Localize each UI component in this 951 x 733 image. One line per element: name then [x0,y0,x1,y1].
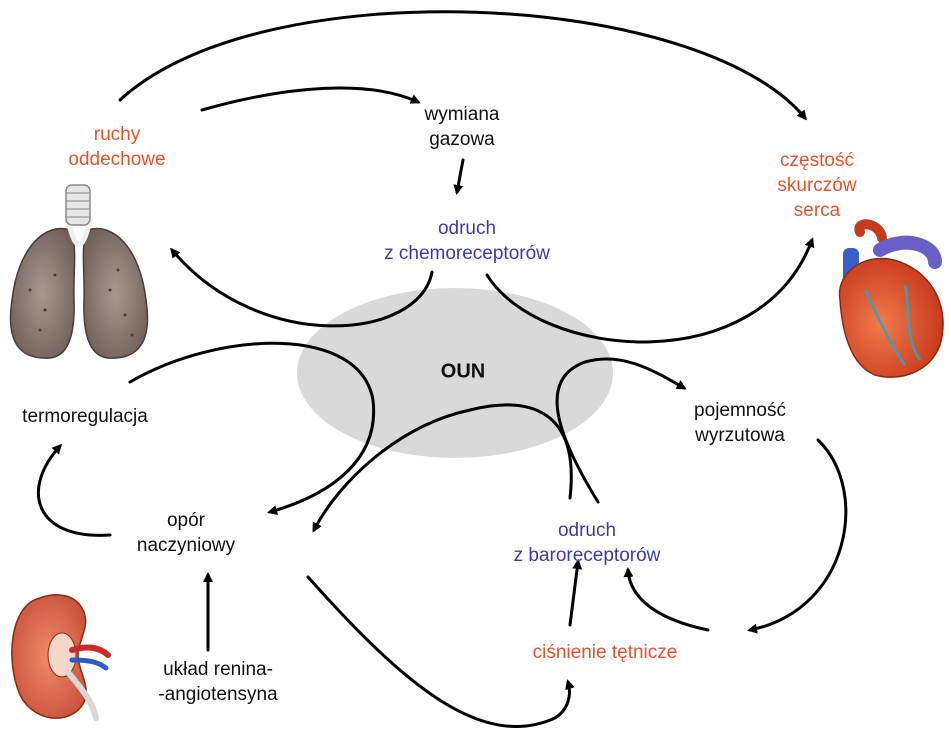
renin-angiotensin-label: układ renina--angiotensyna [158,659,278,705]
arrow-resistance-to-thermoregulation [36,443,112,537]
cns-ellipse [297,288,613,458]
arrow-breathing-to-heart-rate [118,10,807,121]
cns-label: OUN [440,360,486,383]
arrow-breathing-to-gas-exchange [200,86,421,112]
arrow-blood-pressure-to-baroreflex-curve [623,567,710,632]
thermoregulation-label: termoregulacja [22,406,148,427]
heart-icon [838,219,944,378]
arrow-chemoreflex-to-breathing [170,247,434,328]
arrow-chemoreflex-to-heart-rate [485,237,815,344]
arrow-gas-exchange-to-chemoreflex [453,158,465,195]
arrow-stroke-volume-to-blood-pressure [747,438,848,634]
arrow-resistance-to-blood-pressure [306,575,575,728]
arrow-cns-to-resistance [128,341,376,515]
blood-pressure-label: ciśnienie tętnicze [532,642,678,663]
kidney-icon [11,594,111,721]
arrow-baroreflex-to-stroke-volume [555,357,687,504]
arrow-blood-pressure-to-baroreflex [568,559,583,627]
lungs-icon [9,184,149,359]
